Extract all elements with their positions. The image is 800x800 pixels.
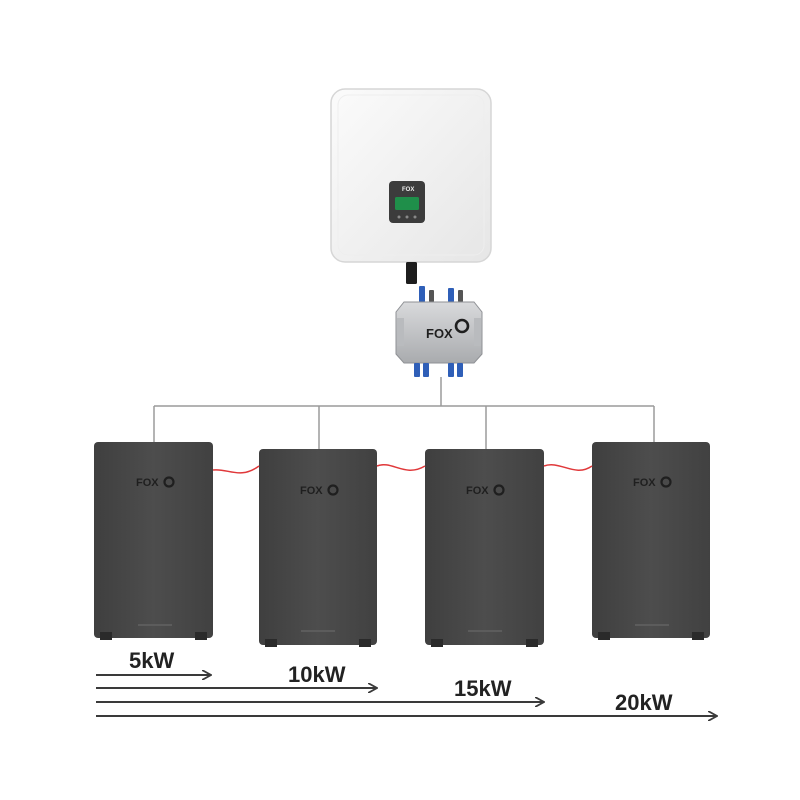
battery-hub: FOX bbox=[395, 286, 483, 377]
capacity-label-20kw: 20kW bbox=[615, 690, 673, 715]
inverter-cable-connector bbox=[406, 262, 417, 284]
battery-module-3: FOX bbox=[425, 449, 544, 647]
capacity-arrows bbox=[96, 675, 716, 716]
battery-1-logo-mark-icon bbox=[163, 476, 175, 488]
battery-module-2: FOX bbox=[259, 449, 377, 647]
inverter-logo-text: FOX bbox=[402, 187, 414, 193]
link-cable-3-4 bbox=[543, 464, 593, 471]
battery-4-logo-mark-icon bbox=[660, 476, 672, 488]
capacity-label-10kw: 10kW bbox=[288, 662, 346, 687]
distribution-bus bbox=[153, 377, 655, 449]
battery-3-logo-text: FOX bbox=[466, 485, 489, 497]
battery-1-logo-text: FOX bbox=[136, 477, 159, 489]
hub-logo-text: FOX bbox=[426, 326, 453, 341]
capacity-label-5kw: 5kW bbox=[129, 648, 174, 673]
hub-logo-mark-icon bbox=[454, 318, 470, 334]
battery-2-logo-text: FOX bbox=[300, 485, 323, 497]
hub-top-connectors bbox=[419, 286, 463, 302]
battery-module-4: FOX bbox=[592, 442, 710, 640]
battery-2-logo-mark-icon bbox=[327, 484, 339, 496]
hub-bottom-connectors bbox=[414, 363, 463, 377]
link-cable-1-2 bbox=[212, 465, 260, 474]
battery-link-cables bbox=[212, 464, 593, 474]
battery-4-logo-text: FOX bbox=[633, 477, 656, 489]
battery-module-1: FOX bbox=[94, 442, 213, 640]
battery-3-logo-mark-icon bbox=[493, 484, 505, 496]
link-cable-2-3 bbox=[376, 464, 426, 471]
inverter-display-panel: FOX bbox=[389, 181, 425, 223]
capacity-label-15kw: 15kW bbox=[454, 676, 512, 701]
inverter: FOX bbox=[330, 88, 492, 284]
